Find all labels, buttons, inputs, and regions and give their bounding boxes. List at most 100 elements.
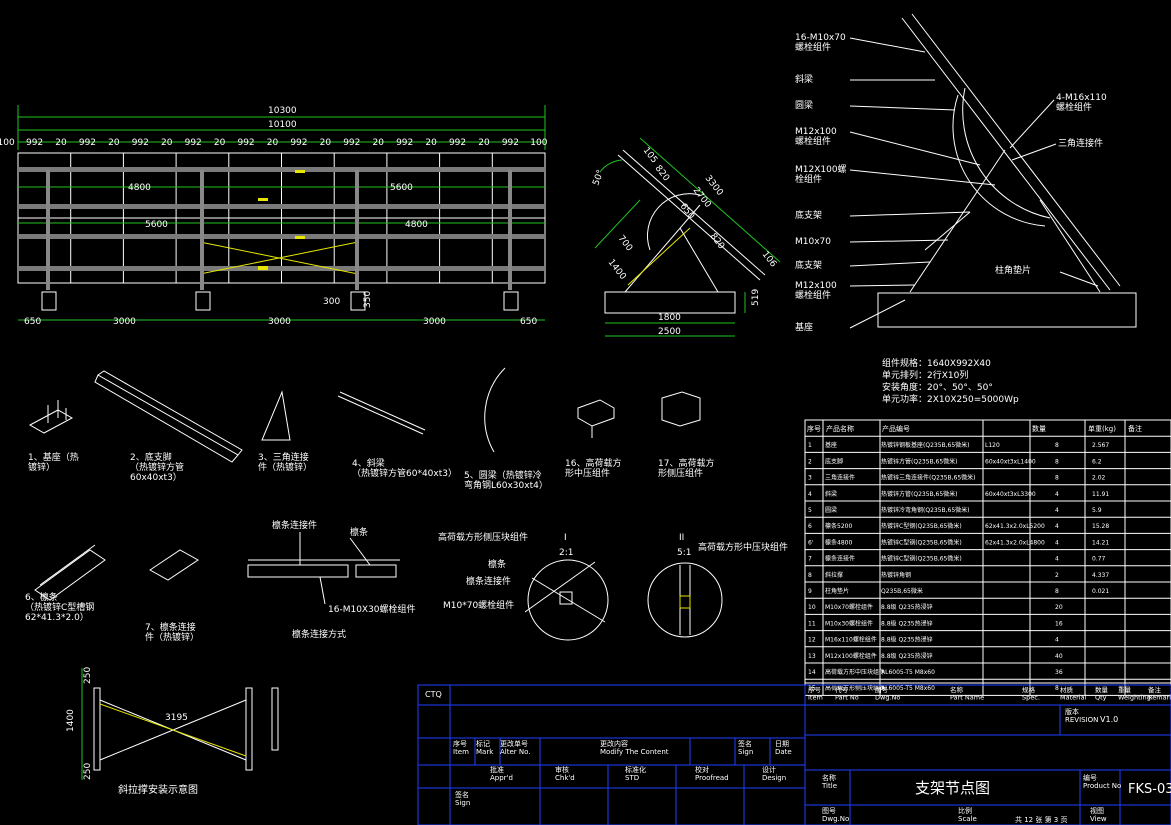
bom-cell-spec: 62x41.3x2.0xL4800 bbox=[985, 539, 1045, 546]
bom-cell-name: 斜梁 bbox=[825, 490, 837, 498]
bom-cell-code: AL6005-T5 M8x60 bbox=[881, 669, 935, 676]
top-row-dim-3: 992 bbox=[79, 138, 96, 148]
bom-cell-weight: 14.21 bbox=[1092, 539, 1109, 546]
bom-cell-qty: 4 bbox=[1055, 523, 1059, 530]
spec-0: 组件规格：1640X992X40 bbox=[882, 357, 991, 369]
bom-header-4: 单重(kg) bbox=[1088, 424, 1116, 433]
detail-label-1: 斜梁 bbox=[795, 73, 813, 85]
dim-angle: 50° bbox=[591, 169, 606, 187]
bom-cell-no: 15 bbox=[808, 685, 816, 692]
dim-3000-b: 3000 bbox=[268, 317, 291, 327]
bom-cell-no: 2 bbox=[808, 458, 812, 465]
bom-cell-name: M10x30螺栓组件 bbox=[825, 619, 873, 627]
bom-cell-code: 8.8级 Q235热浸锌 bbox=[881, 636, 933, 644]
bom-cell-spec: 62x41.3x2.0xL5200 bbox=[985, 523, 1045, 530]
bom-cell-no: 10 bbox=[808, 604, 816, 611]
dim-1800: 1800 bbox=[658, 313, 681, 323]
detail-II: II 5:1 高荷载方形中压块组件 bbox=[647, 533, 788, 638]
top-row-dim-17: 992 bbox=[449, 138, 466, 148]
detail-label-11: 三角连接件 bbox=[1058, 137, 1103, 149]
bom-cell-weight: 15.28 bbox=[1092, 523, 1109, 530]
detail-label-9: 基座 bbox=[795, 321, 813, 333]
bom-cell-code: 热镀锌三角连接件(Q235B,65微米) bbox=[881, 474, 976, 482]
detail-II-label: 高荷载方形中压块组件 bbox=[698, 541, 788, 553]
bom-cell-weight: 6.2 bbox=[1092, 458, 1102, 465]
detail-label-12: 柱角垫片 bbox=[995, 264, 1031, 276]
brace-dim-250-a: 250 bbox=[83, 667, 93, 684]
detail-II-mark: II bbox=[679, 533, 684, 543]
bom-cell-name: 三角连接件 bbox=[825, 474, 855, 482]
bom-cell-no: 8 bbox=[808, 572, 812, 579]
bom-cell-qty: 8 bbox=[1055, 458, 1059, 465]
detail-I-scale: 2:1 bbox=[559, 548, 573, 558]
bom-header-3: 数量 bbox=[1032, 424, 1046, 433]
purlin-label: 檩条 bbox=[350, 526, 368, 538]
bom-cell-no: 3 bbox=[808, 475, 812, 482]
dim-106: 106 bbox=[760, 250, 779, 270]
dim-650: 650 bbox=[678, 202, 697, 222]
dim-700: 700 bbox=[616, 234, 635, 254]
bom-cell-code: 热镀锌C型钢(Q235B,65微米) bbox=[881, 522, 962, 530]
bom-cell-qty: 4 bbox=[1055, 637, 1059, 644]
dim-350: 350 bbox=[363, 291, 373, 308]
top-row-dim-0: 100 bbox=[0, 138, 15, 148]
top-row-dim-20: 100 bbox=[530, 138, 547, 148]
top-row-dim-14: 20 bbox=[373, 138, 385, 148]
bom-cell-weight: 11.91 bbox=[1092, 491, 1109, 498]
bom-cell-code: Q235B,65微米 bbox=[881, 587, 923, 595]
bom-cell-no: 7 bbox=[808, 556, 812, 563]
top-row-dim-5: 992 bbox=[132, 138, 149, 148]
bom-cell-code: 热镀锌C型钢(Q235B,65微米) bbox=[881, 538, 962, 546]
dim-1400: 1400 bbox=[606, 258, 628, 282]
detail-I: I 2:1 高荷载方形侧压块组件 檩条 檩条连接件 M10*70螺栓组件 bbox=[438, 531, 609, 641]
part-label-0: 1、基座（热镀锌） bbox=[28, 451, 79, 473]
top-row-dim-1: 992 bbox=[26, 138, 43, 148]
bom-cell-qty: 16 bbox=[1055, 620, 1063, 627]
bom-cell-no: 6 bbox=[808, 523, 812, 530]
dim-820-b: 820 bbox=[708, 232, 727, 252]
top-row-dim-13: 992 bbox=[343, 138, 360, 148]
dim-10100: 10100 bbox=[268, 120, 297, 130]
detail-I-label-0: 高荷载方形侧压块组件 bbox=[438, 531, 528, 543]
detail-II-scale: 5:1 bbox=[677, 548, 691, 558]
detail-label-6: M10x70 bbox=[795, 237, 831, 247]
bom-cell-code: 热镀锌方管(Q235B,65微米) bbox=[881, 490, 958, 498]
bom-cell-code: 热镀锌冷弯角钢(Q235B,65微米) bbox=[881, 506, 970, 514]
ctq-label: CTQ bbox=[425, 690, 442, 699]
dim-3000-a: 3000 bbox=[113, 317, 136, 327]
dim-300: 300 bbox=[323, 297, 340, 307]
bom-cell-name: 柱角垫片 bbox=[825, 587, 849, 595]
detail-label-7: 底支架 bbox=[795, 259, 822, 271]
bom-cell-name: 斜拉撑 bbox=[825, 571, 843, 579]
bom-cell-qty: 4 bbox=[1055, 556, 1059, 563]
bom-cell-name: 高荷载方形中压块组件 bbox=[825, 668, 885, 676]
spec-2: 安装角度：20°、50°、50° bbox=[882, 381, 993, 393]
dim-4800-a: 4800 bbox=[128, 183, 151, 193]
detail-label-5: 底支架 bbox=[795, 209, 822, 221]
bom-cell-weight: 0.021 bbox=[1092, 588, 1109, 595]
bom-cell-name: 高荷载方形侧压块组件 bbox=[825, 684, 885, 692]
bom-cell-code: 热镀锌C型钢(Q235B,65微米) bbox=[881, 555, 962, 563]
brace-title: 斜拉撑安装示意图 bbox=[118, 783, 198, 796]
dim-10300: 10300 bbox=[268, 106, 297, 116]
bom-cell-no: 9 bbox=[808, 588, 812, 595]
